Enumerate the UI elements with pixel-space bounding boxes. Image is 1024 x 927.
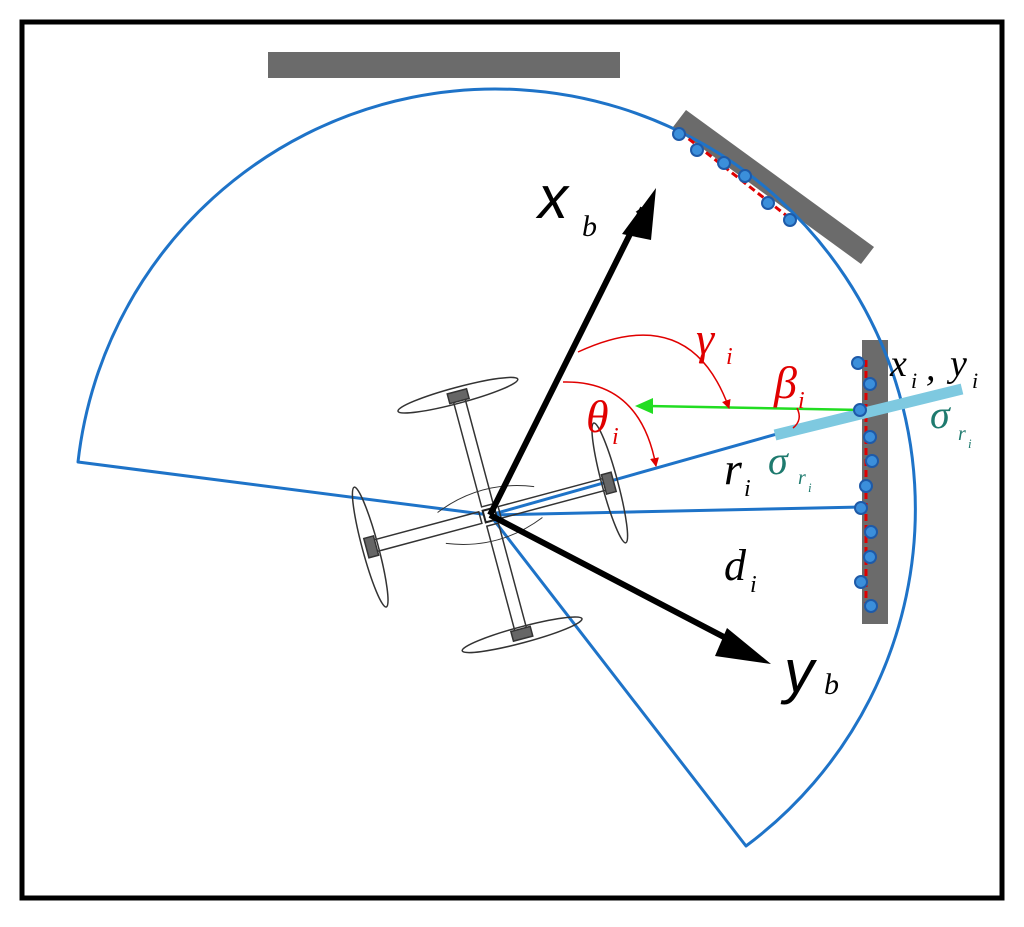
scan-point xyxy=(863,377,877,391)
quadrotor-icon xyxy=(351,376,629,654)
label-sigma-right-main: σ xyxy=(930,392,951,437)
wall-upper-right xyxy=(673,110,874,264)
label-sigma-left-main: σ xyxy=(768,438,789,483)
range-uncertainty-bar xyxy=(773,383,964,441)
beta-arc xyxy=(792,407,800,429)
scan-point xyxy=(853,403,867,417)
scan-point xyxy=(851,356,865,370)
label-beta-sub: i xyxy=(798,388,805,414)
label-sigma-right-sub: r xyxy=(958,423,966,445)
label-gamma-main: γ xyxy=(696,313,716,364)
label-gamma: γ i xyxy=(696,313,733,370)
label-ri-sub: i xyxy=(744,476,751,502)
label-di-main: d xyxy=(724,541,747,590)
label-xb-sub: b xyxy=(582,210,597,243)
scan-point xyxy=(690,143,704,157)
label-xi-sub: i xyxy=(911,368,917,393)
label-ri: r i xyxy=(724,443,751,502)
label-beta: β i xyxy=(773,357,805,414)
label-di-sub: i xyxy=(750,572,757,598)
bearing-arrow-head xyxy=(635,398,653,414)
label-sigma-left-sub: r xyxy=(798,467,806,489)
label-ri-main: r xyxy=(724,443,743,494)
scan-point xyxy=(761,196,775,210)
theta-arc xyxy=(562,381,659,467)
label-gamma-sub: i xyxy=(726,344,733,370)
label-comma: , xyxy=(926,347,936,389)
xb-axis-arrow xyxy=(487,205,646,517)
label-yi: y xyxy=(946,343,967,385)
scan-point xyxy=(859,479,873,493)
xb-axis-head xyxy=(622,188,656,240)
label-yb: y b xyxy=(780,638,839,705)
sensor-range-sector xyxy=(76,87,917,848)
scan-point xyxy=(865,454,879,468)
scan-point xyxy=(854,575,868,589)
label-sigma-right-subsub: i xyxy=(968,436,972,451)
label-yi-sub: i xyxy=(972,368,978,393)
bearing-arrow xyxy=(647,404,863,412)
scan-point xyxy=(783,213,797,227)
label-sigma-right: σ r i xyxy=(930,392,972,451)
label-sigma-left-subsub: i xyxy=(808,480,812,495)
label-theta-sub: i xyxy=(612,424,619,450)
scan-point xyxy=(864,525,878,539)
label-xb: x b xyxy=(535,164,597,243)
scan-point xyxy=(864,599,878,613)
label-xi: x xyxy=(889,343,907,385)
wall-top xyxy=(268,52,620,78)
scan-point xyxy=(863,550,877,564)
points-upper-wall xyxy=(672,127,797,227)
label-sigma-left: σ r i xyxy=(768,438,812,495)
scan-point xyxy=(717,156,731,170)
label-xb-main: x xyxy=(535,164,570,231)
label-yb-sub: b xyxy=(824,668,839,701)
label-yb-main: y xyxy=(780,638,818,705)
scan-point xyxy=(863,430,877,444)
label-beta-main: β xyxy=(773,357,797,408)
scan-point xyxy=(738,169,752,183)
label-di: d i xyxy=(724,541,757,598)
frame-border xyxy=(19,19,1005,901)
distance-line-di xyxy=(489,505,863,517)
label-xi-yi: x i , y i xyxy=(889,343,978,393)
points-right-wall xyxy=(851,356,879,613)
yb-axis-head xyxy=(715,628,771,664)
scan-point xyxy=(672,127,686,141)
label-theta: θ i xyxy=(586,391,619,450)
yb-axis-arrow xyxy=(488,512,747,651)
label-theta-main: θ xyxy=(586,391,609,442)
gamma-arc xyxy=(577,334,731,409)
scan-point xyxy=(854,501,868,515)
